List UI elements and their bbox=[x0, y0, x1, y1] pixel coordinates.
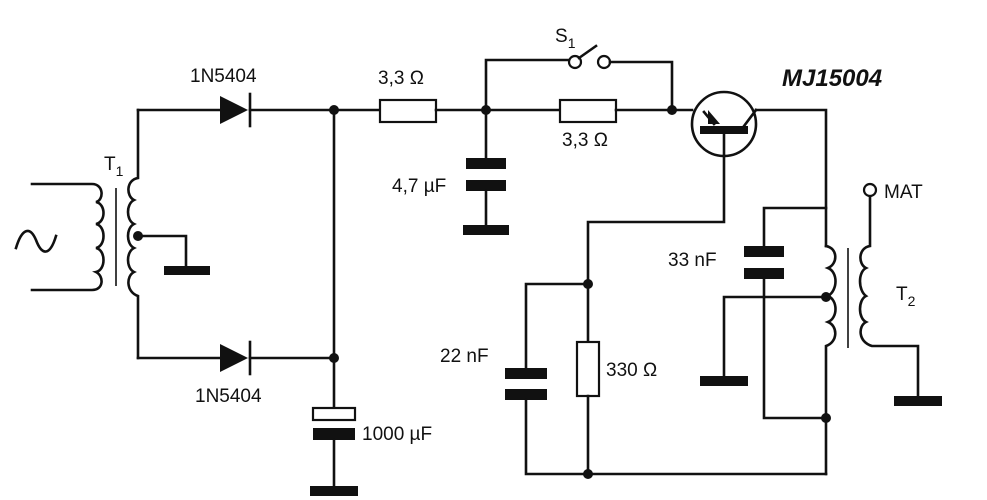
capacitor-1000uf-negative-plate bbox=[313, 428, 355, 440]
d1-label: 1N5404 bbox=[190, 66, 257, 87]
resistor-r3 bbox=[575, 340, 601, 398]
transformer-t2 bbox=[824, 194, 920, 476]
capacitor-c1-plate bbox=[466, 158, 506, 169]
junction-dot bbox=[329, 353, 339, 363]
junction-dot bbox=[583, 469, 593, 479]
transistor-q1-icon bbox=[690, 90, 758, 158]
junction-dot bbox=[667, 105, 677, 115]
switch-s1-lever bbox=[577, 44, 598, 60]
c2-label: 22 nF bbox=[440, 346, 489, 367]
ground-icon bbox=[894, 396, 942, 406]
c3-label: 33 nF bbox=[668, 250, 717, 271]
c-filter-label: 1000 µF bbox=[362, 424, 432, 445]
r1-label: 3,3 Ω bbox=[378, 68, 424, 89]
t1-label: T1 bbox=[104, 154, 124, 179]
resistor-r2 bbox=[558, 98, 618, 124]
diode-d2-icon bbox=[220, 344, 248, 372]
capacitor-c1-plate bbox=[466, 180, 506, 191]
capacitor-22nf-plate bbox=[505, 389, 547, 400]
r2-label: 3,3 Ω bbox=[562, 130, 608, 151]
r3-label: 330 Ω bbox=[606, 360, 657, 381]
c1-label: 4,7 µF bbox=[392, 176, 446, 197]
s1-label: S1 bbox=[555, 26, 576, 51]
capacitor-33nf-plate bbox=[744, 268, 784, 279]
ground-icon bbox=[310, 486, 358, 496]
ground-icon bbox=[700, 376, 748, 386]
q1-label: MJ15004 bbox=[782, 65, 882, 92]
d2-label: 1N5404 bbox=[195, 386, 262, 407]
t2-label: T2 bbox=[896, 284, 916, 309]
output-terminal-icon bbox=[862, 182, 878, 198]
transformer-t1 bbox=[30, 108, 140, 360]
junction-dot bbox=[821, 413, 831, 423]
diode-d1-icon bbox=[220, 96, 248, 124]
switch-s1-contact bbox=[596, 54, 612, 70]
ground-icon bbox=[164, 266, 210, 275]
switch-s1-contact bbox=[567, 54, 583, 70]
capacitor-22nf-plate bbox=[505, 368, 547, 379]
capacitor-1000uf-positive-plate bbox=[311, 406, 357, 422]
resistor-r1 bbox=[378, 98, 438, 124]
ground-icon bbox=[463, 225, 509, 235]
mat-label: MAT bbox=[884, 182, 923, 203]
capacitor-33nf-plate bbox=[744, 246, 784, 257]
ac-source-icon bbox=[14, 229, 58, 253]
junction-dot bbox=[329, 105, 339, 115]
